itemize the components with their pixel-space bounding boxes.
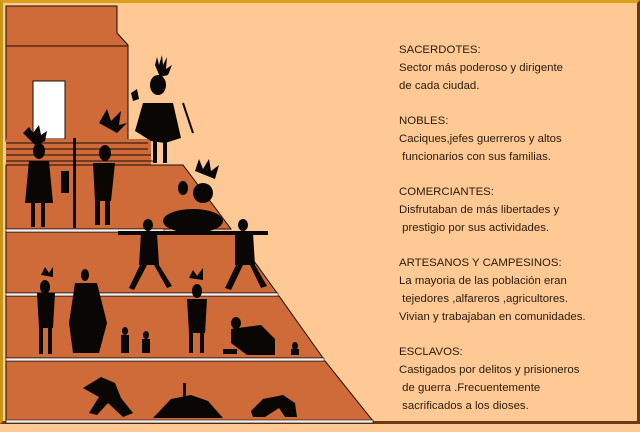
section-description-line: funcionarios con sus familias. <box>399 151 551 163</box>
social-class-legend: SACERDOTES: Sector más poderoso y dirige… <box>399 41 639 432</box>
section-esclavos: ESCLAVOS: Castigados por delitos y prisi… <box>399 343 639 415</box>
social-pyramid-illustration <box>5 5 375 424</box>
section-description-line: Disfrutaban de más libertades y <box>399 204 560 216</box>
section-title: NOBLES: <box>399 115 449 127</box>
noble-silhouette <box>23 125 76 228</box>
section-description-line: Sector más poderoso y dirigente <box>399 62 563 74</box>
section-nobles: NOBLES: Caciques,jefes guerreros y altos… <box>399 112 639 166</box>
section-comerciantes: COMERCIANTES: Disfrutaban de más liberta… <box>399 183 639 237</box>
section-description-line: de guerra .Frecuentemente <box>399 382 541 394</box>
section-description-line: de cada ciudad. <box>399 80 480 92</box>
silhouettes <box>23 55 299 418</box>
section-title: ARTESANOS Y CAMPESINOS: <box>399 257 562 269</box>
artisan-silhouettes <box>37 267 299 355</box>
section-artesanos-campesinos: ARTESANOS Y CAMPESINOS: La mayoria de la… <box>399 254 639 326</box>
section-sacerdotes: SACERDOTES: Sector más poderoso y dirige… <box>399 41 639 95</box>
section-title: SACERDOTES: <box>399 44 481 56</box>
slave-silhouettes <box>83 377 297 418</box>
priest-silhouette <box>131 55 194 163</box>
section-description-line: tejedores ,alfareros ,agricultores. <box>399 293 569 305</box>
section-title: ESCLAVOS: <box>399 346 463 358</box>
section-description-line: Caciques,jefes guerreros y altos <box>399 133 562 145</box>
merchant-silhouette <box>118 159 268 290</box>
section-description-line: sacrificados a los dioses. <box>399 400 529 412</box>
section-description-line: La mayoria de las población eran <box>399 275 567 287</box>
section-title: COMERCIANTES: <box>399 186 494 198</box>
section-description-line: Vivian y trabajaban en comunidades. <box>399 311 586 323</box>
section-description-line: prestigio por sus actividades. <box>399 222 550 234</box>
section-description-line: Castigados por delitos y prisioneros <box>399 364 580 376</box>
